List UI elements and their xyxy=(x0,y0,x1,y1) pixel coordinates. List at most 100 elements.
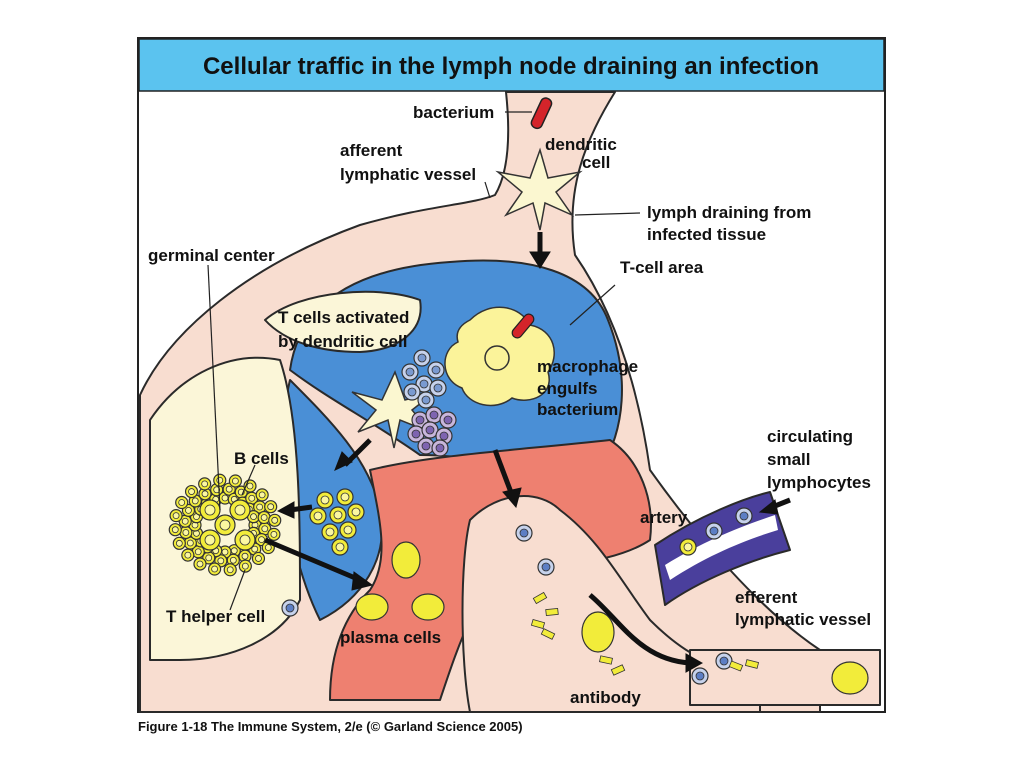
b-cell-nucleus xyxy=(217,557,225,565)
primary-follicle xyxy=(149,356,301,661)
b-cell-activated-nucleus xyxy=(351,507,361,517)
diagram-title: Cellular traffic in the lymph node drain… xyxy=(203,53,819,80)
b-cell-nucleus xyxy=(216,476,224,484)
b-cell-nucleus xyxy=(186,539,194,547)
t-cell-nucleus xyxy=(407,387,417,397)
label-efferent: efferent xyxy=(735,588,798,607)
t-cell-nucleus xyxy=(695,671,705,681)
label-afferent-2: lymphatic vessel xyxy=(340,165,476,184)
arrowhead-to-plasma xyxy=(351,571,374,591)
leader-germinal xyxy=(207,264,221,511)
b-cell-nucleus xyxy=(260,514,268,521)
label-circulating-3: lymphocytes xyxy=(767,473,871,492)
label-lymph-draining: lymph draining from xyxy=(647,203,811,222)
plasma-cell xyxy=(831,661,869,695)
label-circulating-2: small xyxy=(767,450,810,469)
antibody-icon xyxy=(532,591,548,605)
t-cell-nucleus xyxy=(419,379,429,389)
label-circulating: circulating xyxy=(767,427,853,446)
t-cell-activated-nucleus xyxy=(429,410,439,420)
leader-thelper xyxy=(229,569,246,611)
b-cell-nucleus xyxy=(185,506,192,514)
antibody-icon xyxy=(530,618,546,630)
plasma-cell xyxy=(355,593,389,621)
label-plasma-cells: plasma cells xyxy=(340,628,441,647)
label-t-helper-cell: T helper cell xyxy=(166,607,265,626)
b-cell-nucleus xyxy=(256,503,264,511)
t-cell-activated-nucleus xyxy=(421,441,431,451)
b-cell-nucleus xyxy=(205,554,213,562)
b-cell-nucleus xyxy=(229,556,237,564)
b-cell-nucleus xyxy=(258,536,265,544)
label-efferent-2: lymphatic vessel xyxy=(735,610,871,629)
antibody-icon xyxy=(610,664,626,676)
b-cell-nucleus xyxy=(250,513,257,521)
t-cell-activated-nucleus xyxy=(411,429,421,439)
arrowhead-circulating xyxy=(758,499,779,515)
label-macrophage: macrophage xyxy=(537,357,638,376)
b-cell-activated-nucleus xyxy=(325,527,335,537)
label-lymph-draining-2: infected tissue xyxy=(647,225,766,244)
b-cell-nucleus xyxy=(267,503,275,511)
b-cell-activated-nucleus xyxy=(333,510,343,520)
b-cell-nucleus xyxy=(264,544,272,551)
t-cell-nucleus xyxy=(519,528,529,538)
b-cell-nucleus xyxy=(172,512,180,520)
t-cell-nucleus xyxy=(709,526,719,536)
t-cell-nucleus xyxy=(417,353,427,363)
b-cell-nucleus xyxy=(255,555,262,562)
leader-lines xyxy=(207,111,641,611)
t-cell-cluster xyxy=(281,349,753,685)
b-cell-nucleus xyxy=(201,480,209,488)
b-cell-large-nucleus xyxy=(219,519,231,531)
label-artery: artery xyxy=(640,508,688,527)
labels: bacterium dendritic cell afferent lympha… xyxy=(148,103,871,707)
b-cell-nucleus xyxy=(221,494,229,502)
b-cell-nucleus xyxy=(181,517,189,525)
t-cell-activated-nucleus xyxy=(443,415,453,425)
antibody-icon xyxy=(540,628,556,640)
t-cell-nucleus xyxy=(433,383,443,393)
bacterium-icon xyxy=(530,97,553,130)
b-cell-nucleus xyxy=(221,548,229,556)
activated-t-cell-pocket xyxy=(264,290,422,353)
t-cell-nucleus xyxy=(739,511,749,521)
b-cell-activated-nucleus xyxy=(335,542,345,552)
t-cell-nucleus xyxy=(285,603,295,613)
b-cell-nucleus xyxy=(226,566,234,574)
b-cell-nucleus xyxy=(201,490,209,498)
leader-afferent xyxy=(484,181,491,199)
label-macrophage-3: bacterium xyxy=(537,400,618,419)
b-cell-activated-nucleus xyxy=(313,511,323,521)
b-cell-nucleus xyxy=(230,547,238,555)
b-cell-nucleus xyxy=(241,552,249,560)
b-cell-nucleus xyxy=(271,516,279,524)
b-cell-cluster xyxy=(168,473,697,577)
plasma-cell xyxy=(391,541,421,579)
arrow-macrophage-out xyxy=(492,449,515,496)
b-cell-nucleus xyxy=(171,526,179,534)
b-cell-nucleus xyxy=(191,497,199,505)
b-cell-large-nucleus xyxy=(239,534,251,546)
t-cell-activated-nucleus xyxy=(435,443,445,453)
plasma-cells xyxy=(355,541,869,695)
t-cell-nucleus xyxy=(719,656,729,666)
plasma-cell xyxy=(411,593,445,621)
t-cell-nucleus xyxy=(431,365,441,375)
engulfed-bacterium-icon xyxy=(511,313,535,339)
title-bar xyxy=(138,38,885,92)
label-b-cells: B cells xyxy=(234,449,289,468)
label-t-cells-activated: T cells activated xyxy=(278,308,409,327)
label-germinal-center: germinal center xyxy=(148,246,275,265)
b-cell-activated-nucleus xyxy=(320,495,330,505)
t-cell-nucleus xyxy=(541,562,551,572)
label-bacterium: bacterium xyxy=(413,103,494,122)
t-cell-activated-nucleus xyxy=(439,431,449,441)
label-afferent: afferent xyxy=(340,141,403,160)
figure-caption: Figure 1-18 The Immune System, 2/e (© Ga… xyxy=(138,719,523,734)
dendritic-cell-icon xyxy=(495,147,583,231)
t-cell-activated-nucleus xyxy=(415,415,425,425)
arrowhead-efferent xyxy=(685,653,704,673)
